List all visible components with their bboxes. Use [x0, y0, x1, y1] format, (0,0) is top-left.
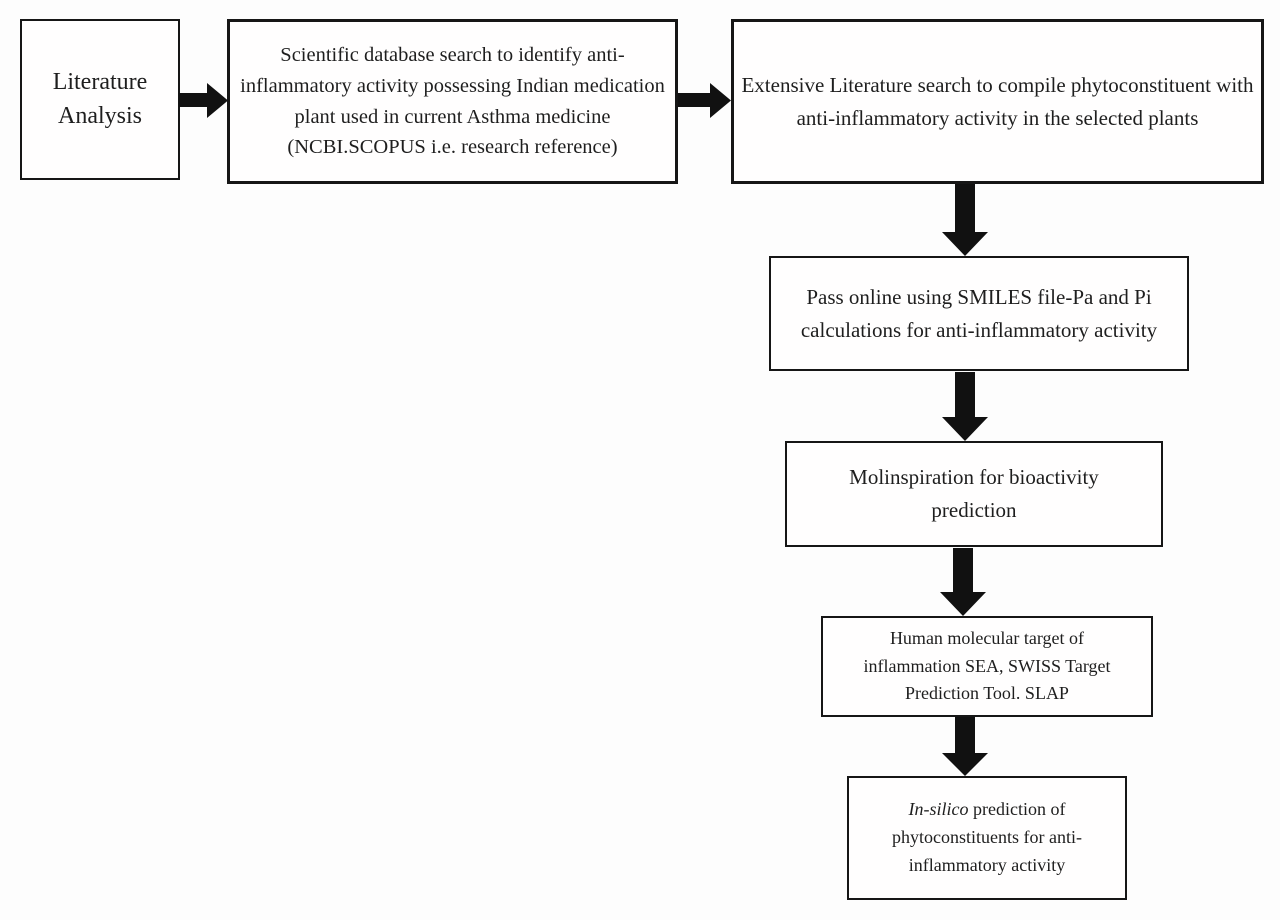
arrow-right-icon: [179, 82, 228, 119]
node-label: Pass online using SMILES file-Pa and Pi …: [800, 284, 1158, 342]
node-label: Human molecular target of inflammation S…: [863, 627, 1111, 704]
node-human-molecular-target: Human molecular target of inflammation S…: [821, 616, 1153, 717]
arrow-down-icon: [941, 184, 989, 256]
node-insilico-prediction: In-silico prediction of phytoconstituent…: [847, 776, 1127, 900]
node-label: Molinspiration for bioactivity predictio…: [849, 465, 1099, 522]
node-label: Literature Analysis: [52, 68, 148, 129]
arrow-right-icon: [678, 82, 731, 119]
node-label-rest: prediction of phytoconstituents for anti…: [892, 799, 1082, 875]
arrow-down-icon: [941, 717, 989, 776]
arrow-down-icon: [939, 548, 987, 616]
node-label: Extensive Literature search to compile p…: [741, 72, 1254, 130]
node-pass-online: Pass online using SMILES file-Pa and Pi …: [769, 256, 1189, 371]
node-database-search: Scientific database search to identify a…: [227, 19, 678, 184]
node-label: In-silico prediction of phytoconstituent…: [871, 796, 1103, 880]
arrow-down-icon: [941, 372, 989, 441]
node-molinspiration: Molinspiration for bioactivity predictio…: [785, 441, 1163, 547]
node-literature-analysis: Literature Analysis: [20, 19, 180, 180]
node-label: Scientific database search to identify a…: [240, 44, 665, 159]
node-label-italic: In-silico: [908, 799, 969, 820]
node-extensive-literature-search: Extensive Literature search to compile p…: [731, 19, 1264, 184]
